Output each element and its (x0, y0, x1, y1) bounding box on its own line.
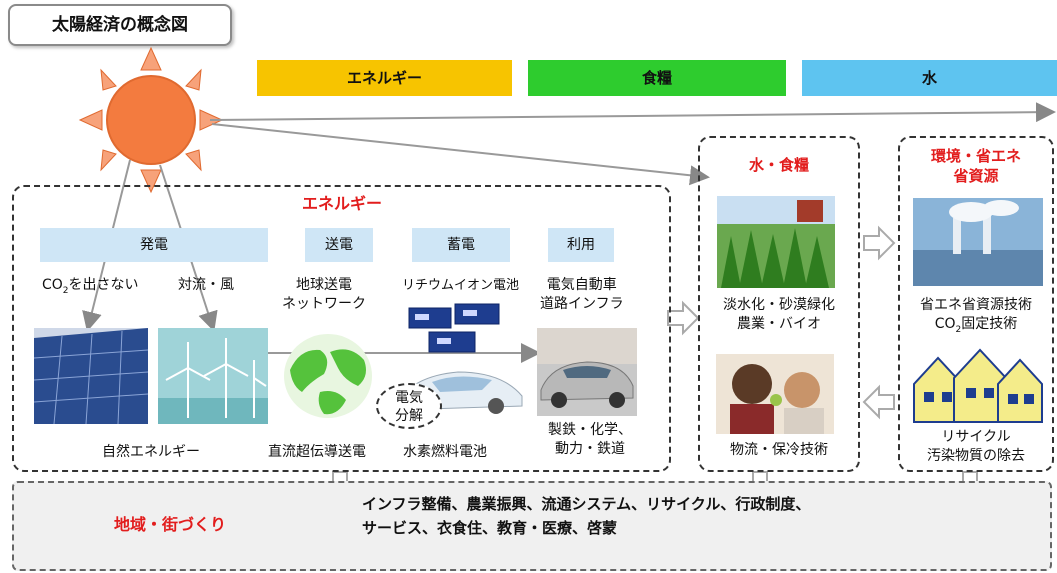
diagram-title: 太陽経済の概念図 (8, 4, 232, 46)
electrolysis-line2: 分解 (395, 408, 423, 424)
recycle-label: リサイクル汚染物質の除去 (927, 429, 1025, 464)
environment-title: 環境・省エネ省資源 (930, 147, 1021, 185)
electrolysis-line1: 電気 (395, 390, 423, 406)
band-food: 食糧 (528, 60, 786, 96)
community-title: 地域・街づくり (113, 515, 226, 534)
sun-icon (78, 46, 224, 194)
family-eating-image (716, 354, 834, 434)
hollow-arrow-right-1 (667, 300, 700, 336)
band-energy: エネルギー (257, 60, 512, 96)
industry-label: 製鉄・化学、動力・鉄道 (548, 422, 632, 457)
header-generation: 発電 (40, 228, 268, 262)
water-food-section (698, 136, 860, 472)
battery-label: リチウムイオン電池 (402, 278, 520, 293)
header-storage: 蓄電 (412, 228, 510, 262)
wind-turbine-image (158, 328, 268, 424)
superconduct-label: 直流超伝導送電 (268, 444, 366, 460)
water-food-title: 水・食糧 (748, 156, 809, 174)
logistics-label: 物流・保冷技術 (730, 442, 828, 458)
fuel-cell-label: 水素燃料電池 (403, 444, 487, 460)
natural-energy-label: 自然エネルギー (102, 444, 200, 460)
community-line1: インフラ整備、農業振興、流通システム、リサイクル、行政制度、 (362, 495, 811, 513)
energy-section-title: エネルギー (301, 194, 382, 213)
water-food-desc: 淡水化・砂漠緑化農業・バイオ (723, 297, 835, 332)
community-line2: サービス、衣食住、教育・医療、啓蒙 (362, 519, 618, 537)
electric-car-image (537, 328, 637, 416)
sun-arrow-waterfood (211, 123, 710, 186)
header-usage: 利用 (548, 228, 614, 262)
transmission-label: 地球送電ネットワーク (282, 277, 366, 312)
hollow-arrow-left (862, 384, 895, 420)
header-transmission: 送電 (305, 228, 373, 262)
ev-label: 電気自動車道路インフラ (540, 277, 624, 312)
co2-label: CO2を出さない (42, 277, 139, 296)
solar-panel-image (34, 328, 148, 424)
band-water: 水 (802, 60, 1057, 96)
globe-network-image (280, 330, 376, 422)
crops-image (717, 196, 835, 288)
electrolysis-bubble: 電気分解 (376, 383, 442, 429)
houses-image (910, 344, 1044, 424)
wind-label: 対流・風 (178, 277, 234, 293)
battery-image (405, 302, 505, 356)
energy-section (12, 185, 671, 472)
environment-section (898, 136, 1054, 472)
hollow-arrow-right-2 (863, 225, 896, 261)
community-description: インフラ整備、農業振興、流通システム、リサイクル、行政制度、 サービス、衣食住、… (362, 492, 810, 540)
community-section (12, 481, 1052, 571)
factory-image (913, 198, 1043, 286)
sun-arrow-right (209, 102, 1056, 123)
